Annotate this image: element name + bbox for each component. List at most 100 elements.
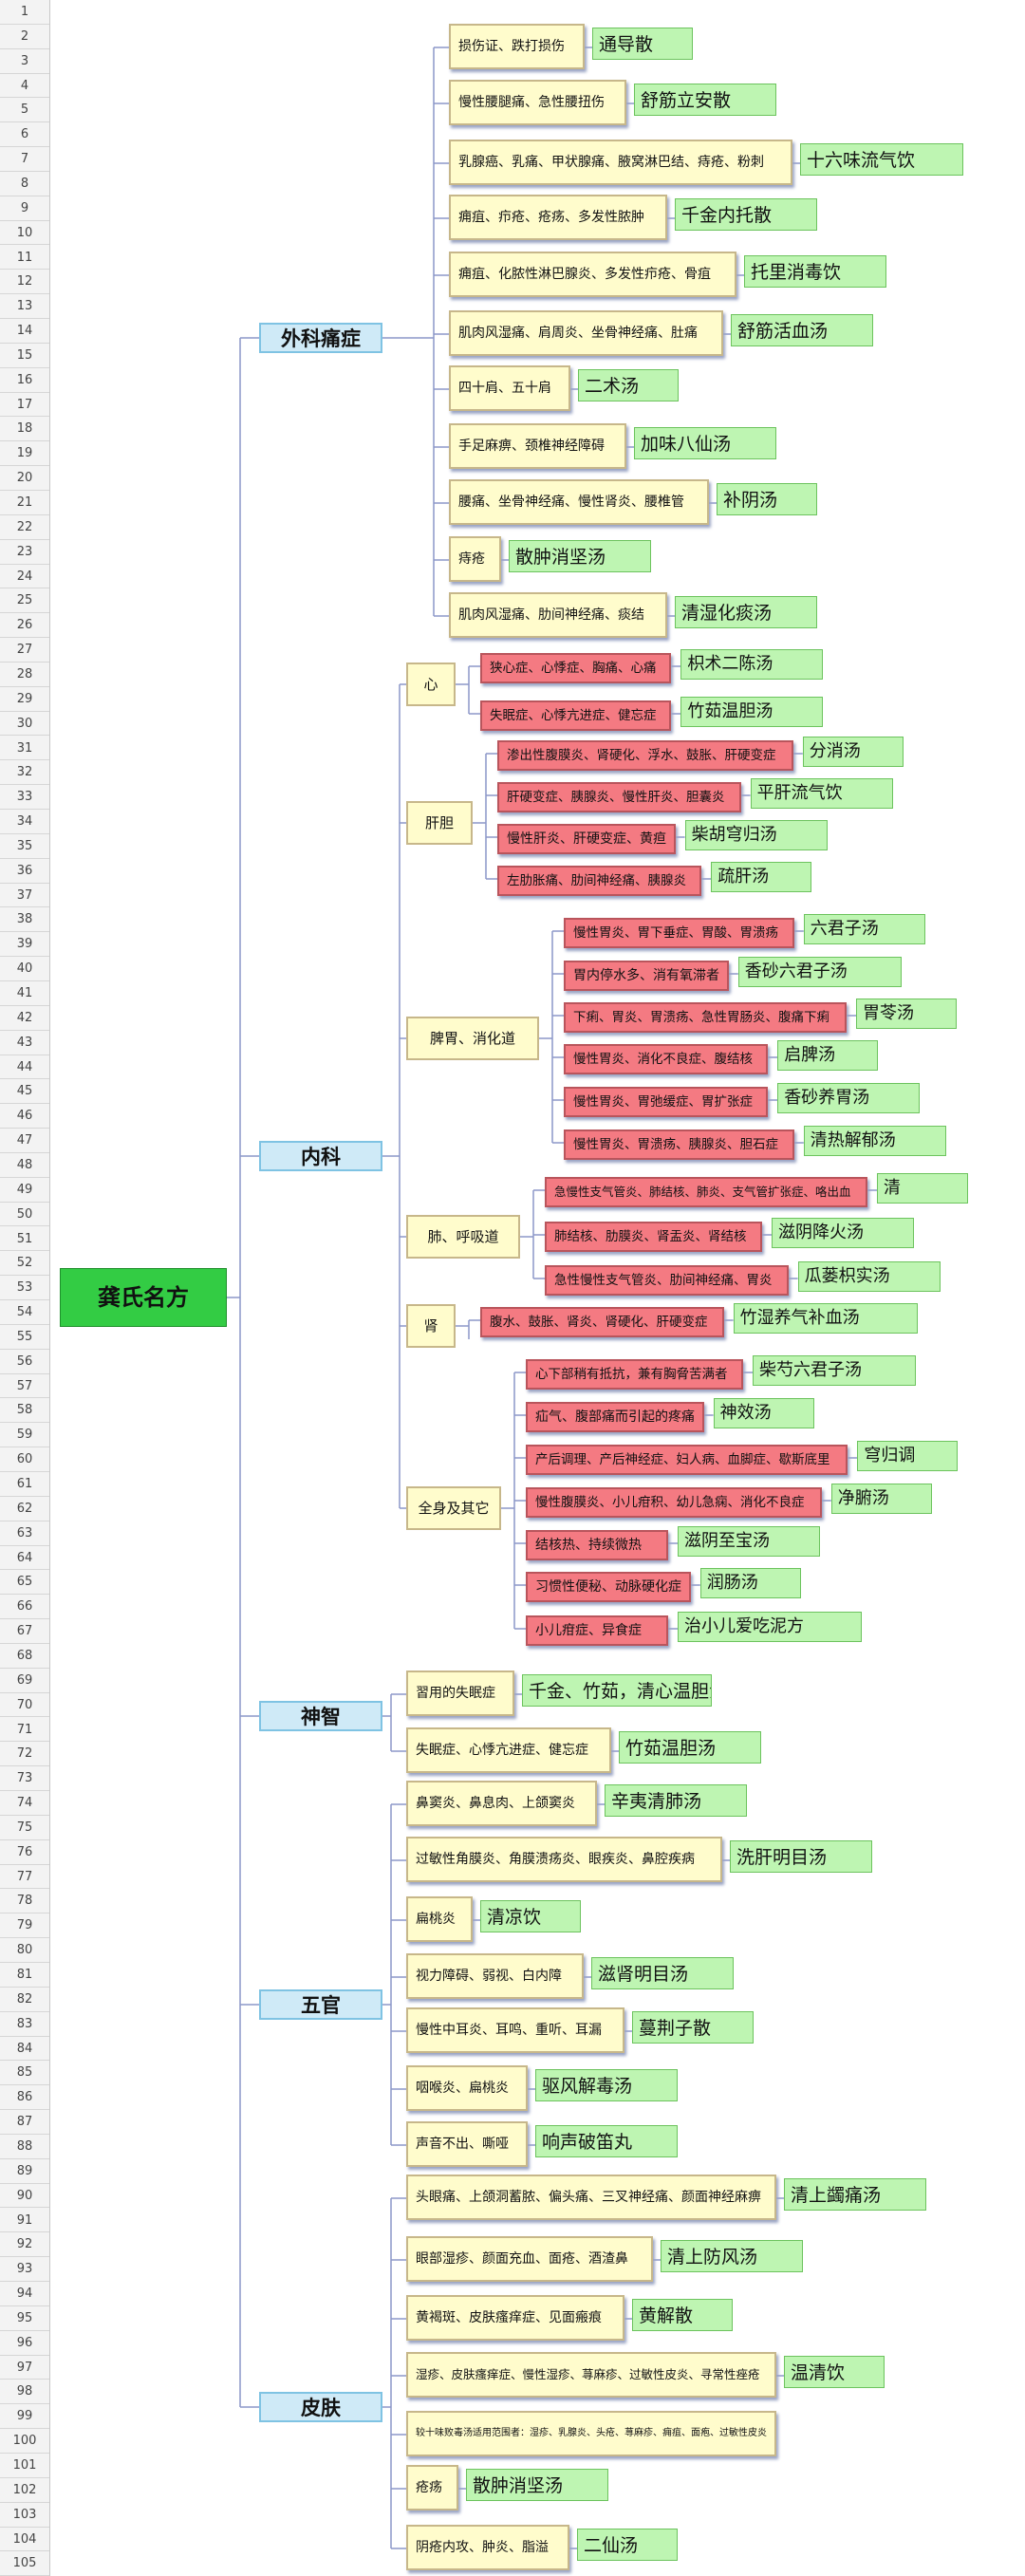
prescription-box[interactable]: 滋阴降火汤 xyxy=(772,1218,914,1248)
symptom-box-red[interactable]: 渗出性腹膜炎、肾硬化、浮水、鼓胀、肝硬变症 xyxy=(497,740,793,771)
subcategory-kidney[interactable]: 肾 xyxy=(406,1304,456,1348)
category-mind[interactable]: 神智 xyxy=(259,1701,382,1731)
symptom-box-red[interactable]: 慢性肝炎、肝硬变症、黄疸 xyxy=(497,824,676,854)
symptom-box[interactable]: 痈疽、疖疮、疮疡、多发性脓肿 xyxy=(449,195,667,240)
symptom-box-red[interactable]: 慢性胃炎、胃溃疡、胰腺炎、胆石症 xyxy=(564,1129,794,1160)
symptom-box[interactable]: 手足麻痹、颈椎神经障碍 xyxy=(449,423,626,469)
prescription-box[interactable]: 驱风解毒汤 xyxy=(535,2069,678,2101)
root-node-gongshi-formulas[interactable]: 龚氏名方 xyxy=(60,1268,227,1327)
prescription-box[interactable]: 神效汤 xyxy=(713,1398,814,1428)
prescription-box[interactable]: 温清饮 xyxy=(784,2356,885,2388)
symptom-box[interactable]: 鼻窦炎、鼻息肉、上颌窦炎 xyxy=(406,1781,597,1826)
prescription-box[interactable]: 千金、竹茹，清心温胆汤 xyxy=(522,1674,712,1707)
prescription-box[interactable]: 舒筋活血汤 xyxy=(731,314,873,346)
prescription-box[interactable]: 滋阴至宝汤 xyxy=(678,1526,820,1557)
prescription-box[interactable]: 千金内托散 xyxy=(675,198,817,231)
prescription-box[interactable]: 柴芍六君子汤 xyxy=(753,1355,916,1386)
subcategory-heart[interactable]: 心 xyxy=(406,663,456,706)
prescription-box[interactable]: 散肿消坚汤 xyxy=(509,540,651,572)
category-senses[interactable]: 五官 xyxy=(259,1989,382,2020)
prescription-box[interactable]: 竹湿养气补血汤 xyxy=(733,1303,918,1334)
prescription-box[interactable]: 托里消毒饮 xyxy=(744,255,886,288)
symptom-box-red[interactable]: 产后调理、产后神经症、妇人病、血脚症、歇斯底里 xyxy=(526,1445,848,1475)
prescription-box[interactable]: 通导散 xyxy=(592,28,693,60)
prescription-box[interactable]: 响声破笛丸 xyxy=(535,2125,678,2157)
symptom-box[interactable]: 慢性腰腿痛、急性腰扭伤 xyxy=(449,80,626,125)
prescription-box[interactable]: 瓜蒌枳实汤 xyxy=(797,1261,941,1292)
prescription-box[interactable]: 胃苓汤 xyxy=(856,999,957,1029)
symptom-box[interactable]: 慢性中耳炎、耳鸣、重听、耳漏 xyxy=(406,2007,624,2053)
prescription-box[interactable]: 加味八仙汤 xyxy=(634,427,776,459)
symptom-box-red[interactable]: 结核热、持续微热 xyxy=(526,1530,668,1560)
subcategory-spleen[interactable]: 脾胃、消化道 xyxy=(406,1017,539,1060)
symptom-box-red[interactable]: 小儿疳症、异食症 xyxy=(526,1615,668,1646)
symptom-box[interactable]: 阴疮内攻、肿炎、脂溢 xyxy=(406,2525,569,2570)
symptom-box[interactable]: 腰痛、坐骨神经痛、慢性肾炎、腰椎管 xyxy=(449,479,709,525)
symptom-box-red[interactable]: 慢性腹膜炎、小儿疳积、幼儿急痫、消化不良症 xyxy=(526,1487,822,1518)
symptom-box[interactable]: 较十味败毒汤适用范围者：湿疹、乳腺炎、头疮、荨麻疹、痈疽、面疱、过敏性皮炎 xyxy=(406,2411,776,2456)
prescription-box[interactable]: 清上蠲痛汤 xyxy=(784,2178,926,2211)
prescription-box[interactable]: 清热解郁汤 xyxy=(803,1126,946,1156)
symptom-box[interactable]: 湿疹、皮肤瘙痒症、慢性湿疹、荨麻疹、过敏性皮炎、寻常性痤疮 xyxy=(406,2352,776,2398)
symptom-box[interactable]: 習用的失眠症 xyxy=(406,1671,514,1716)
symptom-box-red[interactable]: 胃内停水多、消有氧滞者 xyxy=(564,961,729,991)
symptom-box-red[interactable]: 下痢、胃炎、胃溃疡、急性胃肠炎、腹痛下痢 xyxy=(564,1002,847,1033)
prescription-box[interactable]: 辛夷清肺汤 xyxy=(605,1784,747,1817)
prescription-box[interactable]: 滋肾明目汤 xyxy=(591,1957,734,1989)
prescription-box[interactable]: 枳术二陈汤 xyxy=(680,649,824,680)
symptom-box[interactable]: 黄褐斑、皮肤瘙痒症、见面瘢痕 xyxy=(406,2295,624,2341)
prescription-box[interactable]: 竹茹温胆汤 xyxy=(680,697,824,727)
prescription-box[interactable]: 平肝流气饮 xyxy=(750,778,893,809)
prescription-box[interactable]: 穹归调 xyxy=(857,1441,959,1471)
symptom-box-red[interactable]: 急性慢性支气管炎、肋间神经痛、胃炎 xyxy=(545,1265,789,1296)
prescription-box[interactable]: 补阴汤 xyxy=(717,483,817,515)
symptom-box[interactable]: 肌肉风湿痛、肋间神经痛、痰结 xyxy=(449,592,667,638)
prescription-box[interactable]: 清湿化痰汤 xyxy=(675,596,817,628)
prescription-box[interactable]: 治小儿爱吃泥方 xyxy=(678,1612,862,1642)
symptom-box[interactable]: 声音不出、嘶哑 xyxy=(406,2121,528,2167)
symptom-box-red[interactable]: 肺结核、肋膜炎、肾盂炎、肾结核 xyxy=(545,1222,762,1252)
category-internal[interactable]: 内科 xyxy=(259,1141,382,1171)
symptom-box[interactable]: 疮疡 xyxy=(406,2465,458,2511)
prescription-box[interactable]: 蔓荆子散 xyxy=(632,2011,754,2044)
symptom-box[interactable]: 痈疽、化脓性淋巴腺炎、多发性疖疮、骨疽 xyxy=(449,252,736,297)
symptom-box[interactable]: 乳腺癌、乳痛、甲状腺痛、腋窝淋巴结、痔疮、粉刺 xyxy=(449,140,792,185)
prescription-box[interactable]: 二仙汤 xyxy=(577,2529,678,2561)
prescription-box[interactable]: 润肠汤 xyxy=(699,1568,801,1598)
prescription-box[interactable]: 二术汤 xyxy=(578,369,679,401)
symptom-box-red[interactable]: 慢性胃炎、胃弛缓症、胃扩张症 xyxy=(564,1087,769,1117)
prescription-box[interactable]: 启脾汤 xyxy=(777,1040,879,1071)
prescription-box[interactable]: 舒筋立安散 xyxy=(634,84,776,116)
symptom-box[interactable]: 四十肩、五十肩 xyxy=(449,365,570,411)
prescription-box[interactable]: 六君子汤 xyxy=(803,914,925,944)
symptom-box-red[interactable]: 狭心症、心悸症、胸痛、心痛 xyxy=(480,653,672,683)
symptom-box[interactable]: 咽喉炎、扁桃炎 xyxy=(406,2065,528,2111)
prescription-box[interactable]: 香砂养胃汤 xyxy=(777,1083,921,1113)
prescription-box[interactable]: 清上防风汤 xyxy=(661,2240,803,2272)
symptom-box[interactable]: 过敏性角膜炎、角膜溃疡炎、眼疾炎、鼻腔疾病 xyxy=(406,1837,722,1882)
prescription-box[interactable]: 净腑汤 xyxy=(830,1484,932,1514)
symptom-box[interactable]: 扁桃炎 xyxy=(406,1896,473,1942)
symptom-box-red[interactable]: 左肋胀痛、肋间神经痛、胰腺炎 xyxy=(497,866,702,896)
subcategory-whole[interactable]: 全身及其它 xyxy=(406,1486,501,1530)
prescription-box[interactable]: 柴胡穹归汤 xyxy=(684,820,828,850)
symptom-box-red[interactable]: 腹水、鼓胀、肾炎、肾硬化、肝硬变症 xyxy=(480,1307,724,1337)
symptom-box[interactable]: 头眼痛、上颌洞蓄脓、偏头痛、三叉神经痛、颜面神经麻痹 xyxy=(406,2175,776,2220)
prescription-box[interactable]: 清 xyxy=(877,1173,968,1204)
symptom-box-red[interactable]: 疝气、腹部痛而引起的疼痛 xyxy=(526,1402,704,1432)
subcategory-liver[interactable]: 肝胆 xyxy=(406,801,473,845)
symptom-box-red[interactable]: 慢性胃炎、消化不良症、腹结核 xyxy=(564,1044,769,1074)
symptom-box-red[interactable]: 失眠症、心悸亢进症、健忘症 xyxy=(480,700,672,731)
category-skin[interactable]: 皮肤 xyxy=(259,2392,382,2422)
symptom-box[interactable]: 失眠症、心悸亢进症、健忘症 xyxy=(406,1727,611,1773)
prescription-box[interactable]: 清凉饮 xyxy=(480,1900,581,1932)
symptom-box-red[interactable]: 慢性胃炎、胃下垂症、胃酸、胃溃疡 xyxy=(564,918,794,948)
prescription-box[interactable]: 竹茹温胆汤 xyxy=(619,1731,761,1764)
symptom-box[interactable]: 损伤证、跌打损伤 xyxy=(449,24,585,69)
prescription-box[interactable]: 香砂六君子汤 xyxy=(737,957,902,987)
symptom-box[interactable]: 痔疮 xyxy=(449,536,501,582)
symptom-box[interactable]: 肌肉风湿痛、肩周炎、坐骨神经痛、肚痛 xyxy=(449,310,723,356)
prescription-box[interactable]: 分消汤 xyxy=(802,737,904,767)
symptom-box-red[interactable]: 习惯性便秘、动脉硬化症 xyxy=(526,1572,691,1602)
symptom-box-red[interactable]: 肝硬变症、胰腺炎、慢性肝炎、胆囊炎 xyxy=(497,782,741,812)
